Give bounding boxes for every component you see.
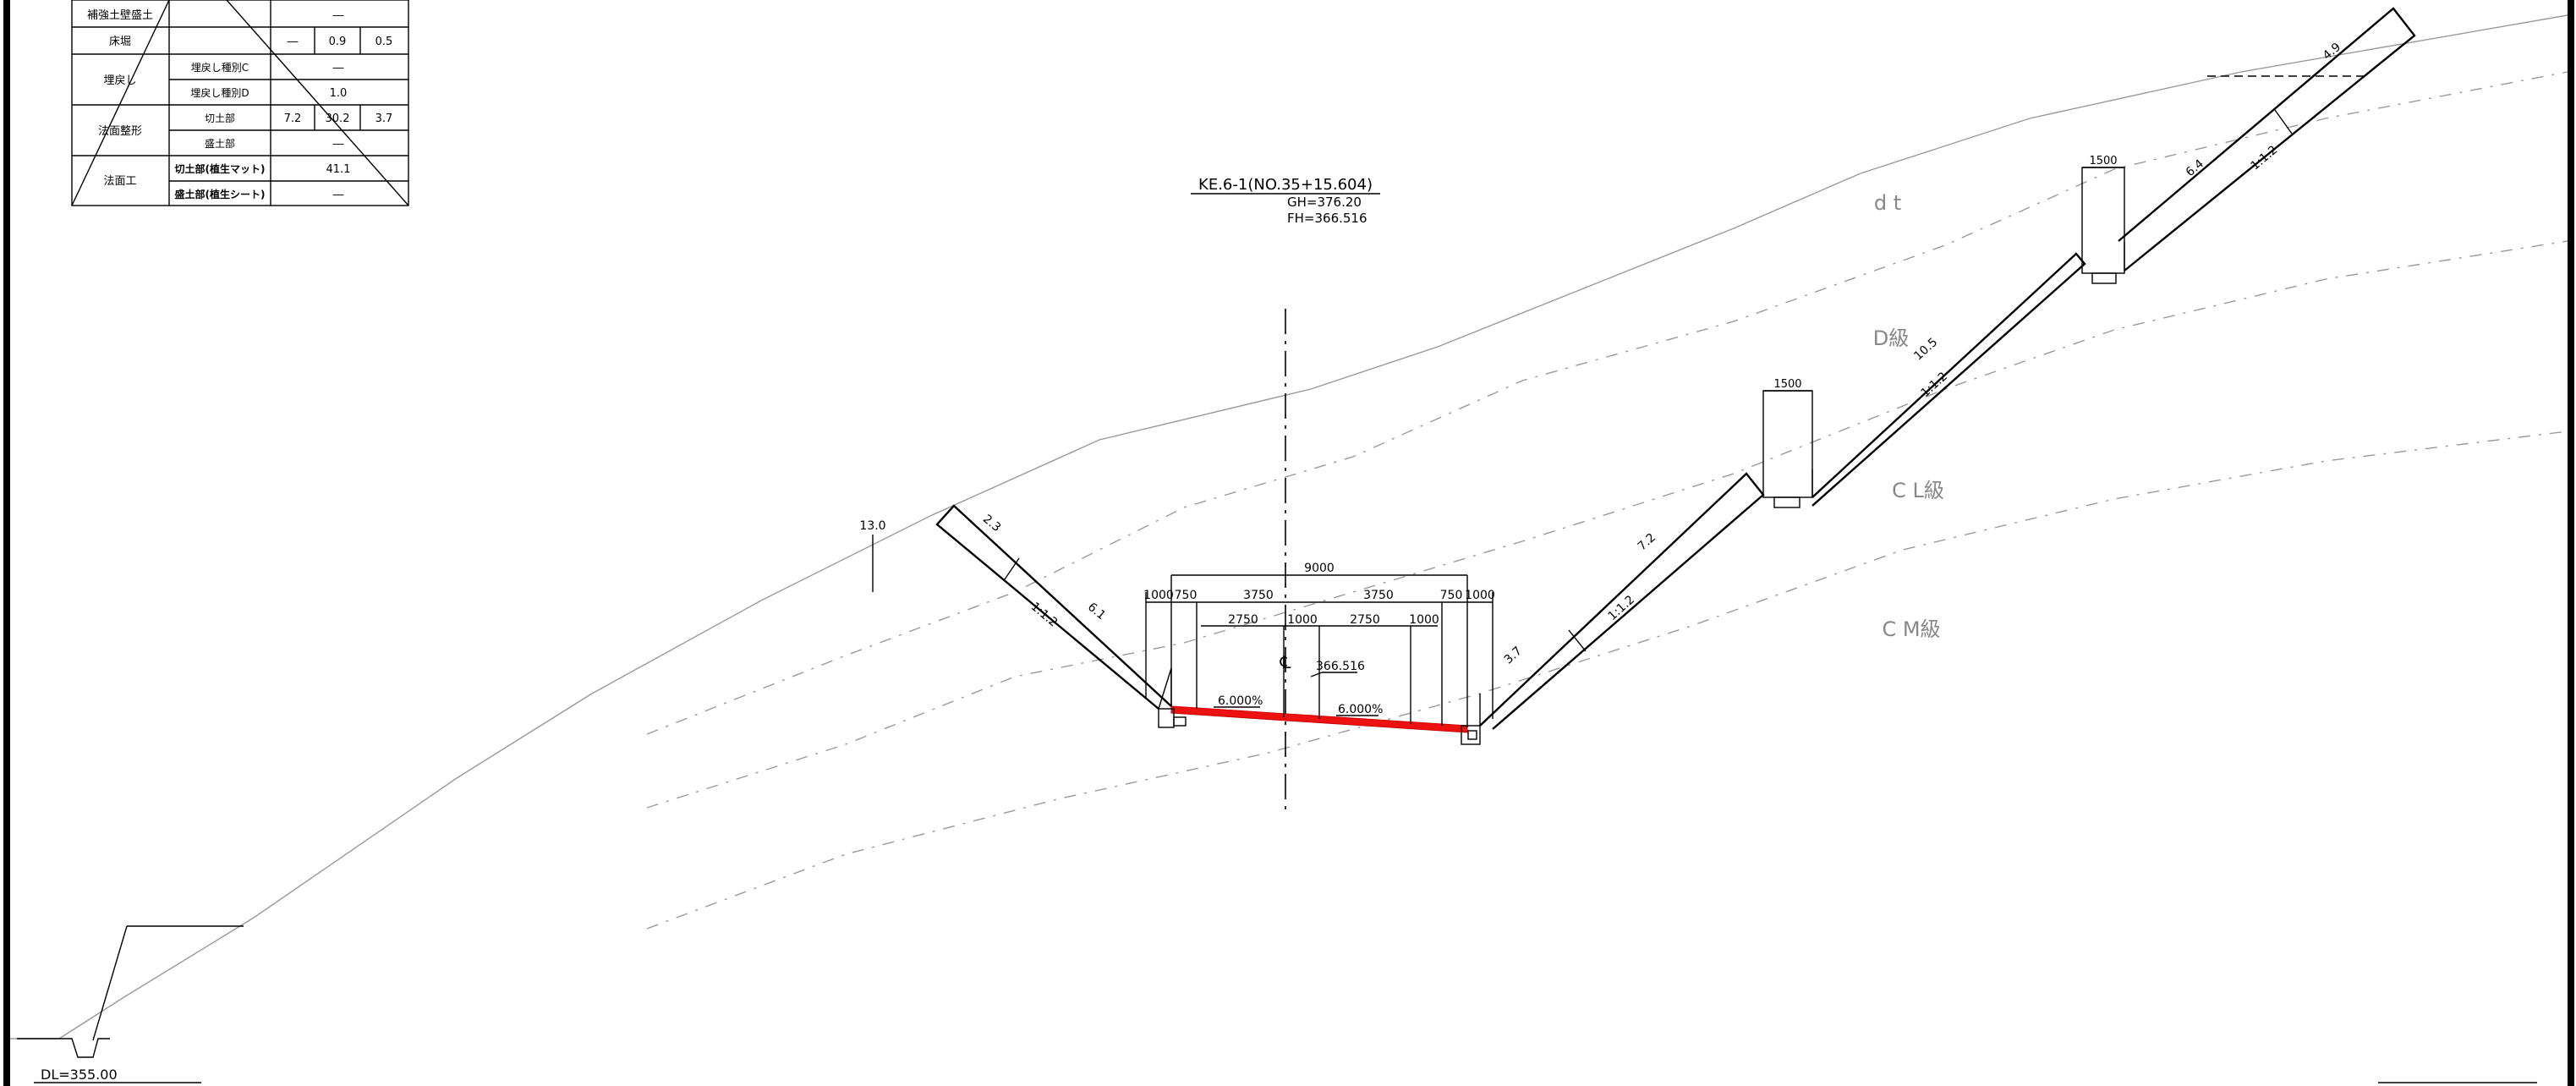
dim-sub-left: 2750 <box>1228 613 1258 627</box>
right-cut-slope-1 <box>1479 472 1765 730</box>
ditch <box>17 1038 110 1058</box>
ground-height: GH=376.20 <box>1287 195 1362 210</box>
formation-height: FH=366.516 <box>1287 211 1367 226</box>
datum-level: DL=355.00 <box>41 1067 118 1083</box>
table-row-label: 法面整形 <box>98 125 142 138</box>
table-sub-label: 埋戻し種別D <box>190 87 249 99</box>
dim-lane-right: 3750 <box>1363 589 1394 602</box>
left-border <box>3 0 10 1086</box>
left-slope-ratio: 1:1.2 <box>1028 600 1061 629</box>
table-cell: ― <box>333 138 344 151</box>
right-upper-length: 10.5 <box>1911 336 1940 364</box>
dim-right-shoulder: 1000 <box>1465 589 1495 602</box>
berm-1 <box>1762 390 1813 508</box>
table-sub-label: 切土部 <box>205 112 235 124</box>
right-bottom-length: 3.7 <box>1502 644 1525 667</box>
table-cell: ― <box>333 189 344 201</box>
ditch-right <box>1461 725 1481 745</box>
ditch-left <box>1158 708 1187 728</box>
dimension-lines <box>1145 167 2124 727</box>
table-sub-label: 盛土部(植生シート) <box>175 188 266 200</box>
ground-line <box>10 14 2568 1039</box>
dim-left-shoulder: 1000 <box>1143 589 1174 602</box>
center-mark: ℄ <box>1280 652 1291 672</box>
dim-sub-end: 1000 <box>1409 613 1439 627</box>
right-cut-slope-3 <box>2118 7 2416 272</box>
stratum-boundary-cl <box>646 431 2568 930</box>
section-title: KE.6-1(NO.35+15.604) <box>1198 176 1373 194</box>
table-row-label: 補強土壁盛土 <box>87 9 153 22</box>
dim-lane-left: 3750 <box>1243 589 1274 602</box>
dim-left-edge: 750 <box>1175 589 1198 602</box>
stratum-boundary-dt <box>646 71 2568 735</box>
right-peak-length: 4.9 <box>2321 41 2343 63</box>
table-cell: ― <box>288 36 299 48</box>
left-slope-length: 6.1 <box>1085 601 1108 623</box>
stratum-label-cl: C L級 <box>1892 479 1944 502</box>
table-cell: ― <box>333 9 344 22</box>
table-sub-label: 切土部(植生マット) <box>175 162 266 175</box>
left-cut-slope <box>935 504 1172 710</box>
table-row-label: 法面工 <box>103 175 136 188</box>
dim-right-edge: 750 <box>1440 589 1463 602</box>
quantity-table: 補強土壁盛土 ― 床堀 ― 0.9 0.5 埋戻し 埋戻し種別C ― 埋戻し種別… <box>71 0 409 206</box>
table-cell: 1.0 <box>330 87 348 100</box>
right-cut-slope-2 <box>1811 252 2086 507</box>
table-sub-label: 埋戻し種別C <box>191 62 249 74</box>
cross-slope-right: 6.000% <box>1338 703 1383 716</box>
cross-slope-left: 6.000% <box>1218 694 1263 708</box>
table-cell: 0.9 <box>329 36 347 48</box>
table-cell: 30.2 <box>326 112 350 125</box>
center-elevation: 366.516 <box>1316 660 1365 673</box>
right-mid-length: 7.2 <box>1636 531 1658 554</box>
dim-sub-mid: 1000 <box>1287 613 1318 627</box>
table-row-label: 床堀 <box>109 36 131 48</box>
table-cell: 7.2 <box>284 112 302 125</box>
fill-slope-hatching <box>92 925 244 1041</box>
stratum-boundary-d <box>646 240 2568 809</box>
stratum-label-cm: C M級 <box>1882 617 1940 641</box>
dim-berm-2: 1500 <box>2089 155 2117 167</box>
stratum-label-dt: d t <box>1874 191 1901 215</box>
table-sub-label: 盛土部 <box>205 137 235 150</box>
dim-sub-right: 2750 <box>1350 613 1380 627</box>
berm-2 <box>2081 167 2125 284</box>
table-cell: 0.5 <box>375 36 393 48</box>
table-cell: 3.7 <box>375 112 393 125</box>
dim-berm-1: 1500 <box>1773 378 1801 391</box>
left-top-length: 2.3 <box>980 513 1003 535</box>
stratum-label-d: D級 <box>1873 326 1909 350</box>
table-cell: 41.1 <box>326 163 351 176</box>
table-cell: ― <box>333 62 344 74</box>
right-border <box>2568 0 2574 1086</box>
roadway <box>1170 705 1468 733</box>
table-row-label: 埋戻し <box>103 74 136 87</box>
left-height-label: 13.0 <box>859 519 885 533</box>
dim-total: 9000 <box>1304 562 1335 575</box>
right-top-length: 6.4 <box>2184 157 2206 180</box>
